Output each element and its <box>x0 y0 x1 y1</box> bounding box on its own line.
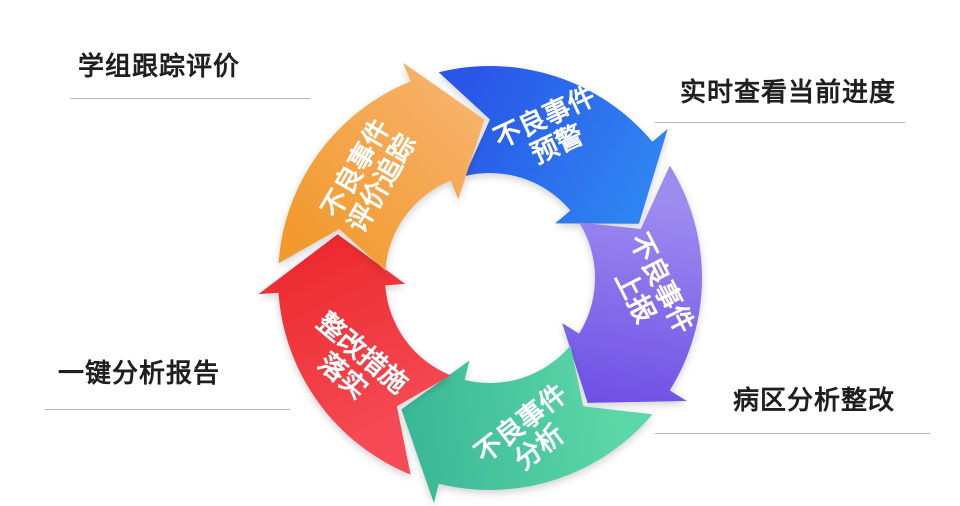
seg-warning <box>438 66 668 224</box>
label-track-evaluation: 学组跟踪评价 <box>78 52 241 82</box>
leader-line-top-right <box>655 122 905 123</box>
leader-line-bottom-left <box>45 409 290 410</box>
seg-analysis <box>401 345 653 504</box>
seg-evaluate <box>278 62 485 271</box>
leader-line-bottom-right <box>655 433 930 434</box>
label-ward-rectification: 病区分析整改 <box>733 386 896 416</box>
leader-line-top-left <box>70 98 310 99</box>
seg-report <box>562 165 702 403</box>
seg-rectify <box>258 234 451 475</box>
label-realtime-progress: 实时查看当前进度 <box>680 78 897 108</box>
label-analysis-report: 一键分析报告 <box>58 359 221 389</box>
